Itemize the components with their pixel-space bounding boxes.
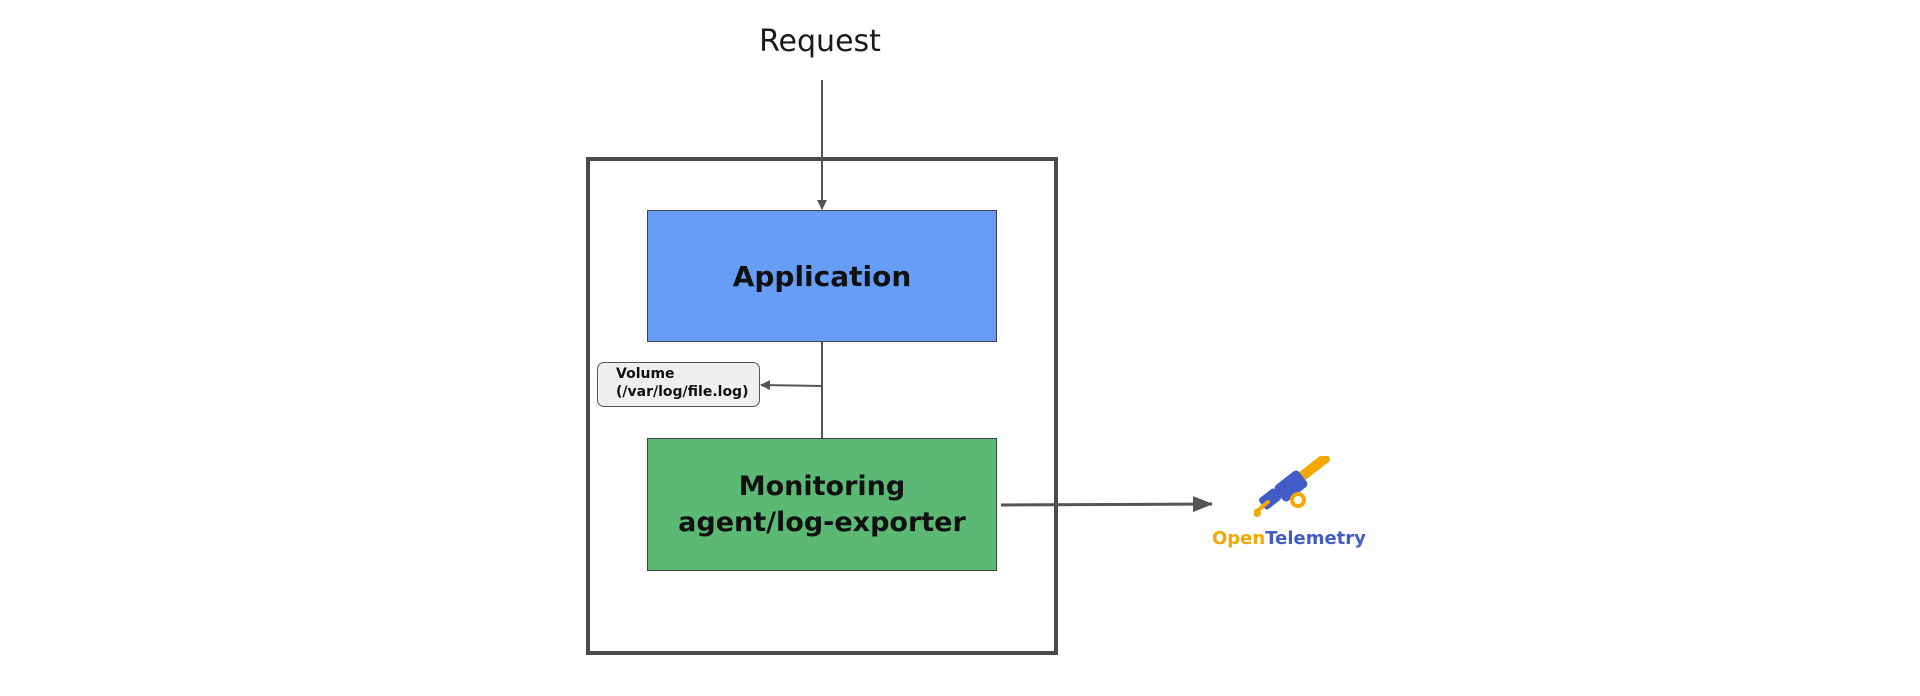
request-label: Request bbox=[759, 24, 881, 59]
wordmark-telemetry: Telemetry bbox=[1265, 528, 1366, 549]
monitoring-agent-box: Monitoring agent/log-exporter bbox=[647, 438, 997, 571]
agent-label-line2: agent/log-exporter bbox=[678, 506, 966, 538]
volume-arrow bbox=[760, 380, 823, 391]
volume-box: Volume (/var/log/file.log) bbox=[597, 362, 760, 407]
agent-label-line1: Monitoring bbox=[738, 470, 906, 502]
volume-path: (/var/log/file.log) bbox=[616, 384, 749, 400]
volume-title: Volume bbox=[616, 366, 675, 382]
opentelemetry-wordmark: OpenTelemetry bbox=[1212, 528, 1366, 549]
opentelemetry-telescope-icon bbox=[1254, 456, 1331, 517]
application-label: Application bbox=[732, 259, 912, 293]
application-box: Application bbox=[647, 210, 997, 342]
wordmark-open: Open bbox=[1212, 528, 1266, 549]
export-arrow bbox=[1000, 496, 1213, 513]
